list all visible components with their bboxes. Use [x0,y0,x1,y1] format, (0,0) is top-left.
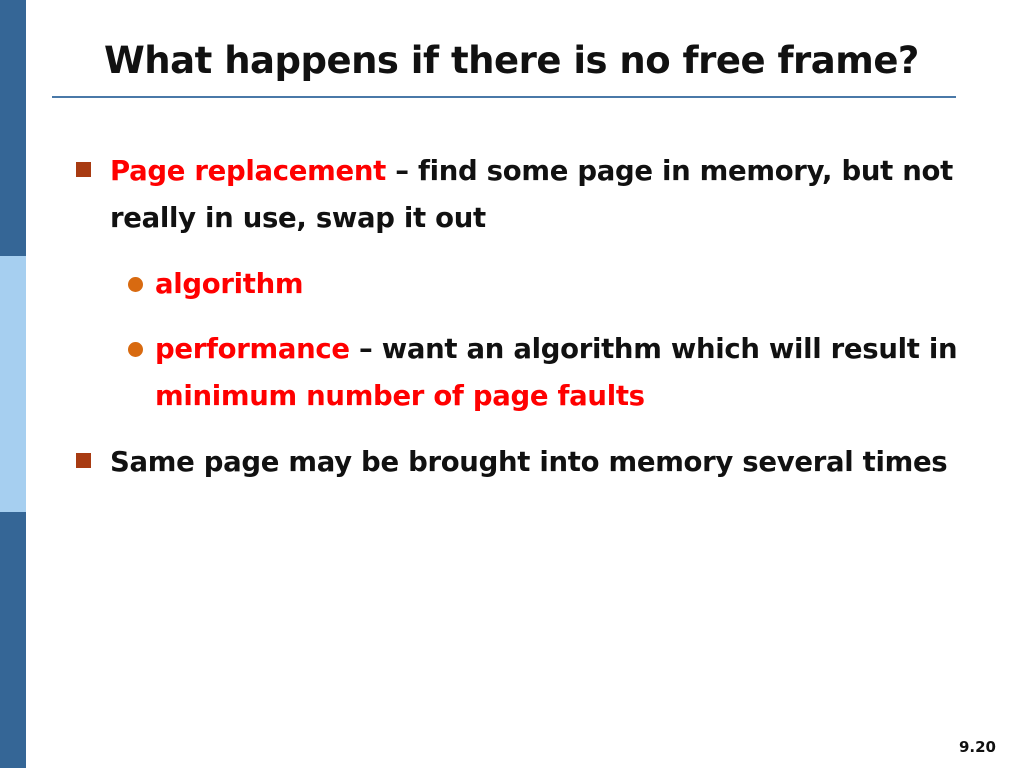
sub-bullet-highlight-secondary: minimum number of page faults [155,380,645,412]
sub-bullet-text: – want an algorithm which will result in [349,333,958,365]
bullet-page-replacement: Page replacement – find some page in mem… [110,148,1000,242]
title-underline [52,96,956,98]
square-bullet-icon [76,162,91,177]
left-bar-segment-middle [0,256,26,512]
sub-bullet-performance: performance – want an algorithm which wi… [155,326,1000,420]
left-accent-bar [0,0,26,768]
bullet-highlight: Page replacement [110,155,386,187]
dot-bullet-icon [128,342,143,357]
slide-title: What happens if there is no free frame? [104,39,919,82]
left-bar-segment-bottom [0,512,26,768]
page-number: 9.20 [958,738,996,756]
sub-bullet-algorithm: algorithm [155,261,1000,308]
bullet-same-page: Same page may be brought into memory sev… [110,439,1000,486]
square-bullet-icon [76,453,91,468]
left-bar-segment-top [0,0,26,256]
bullet-text: – find some page in memory, but not real… [110,155,953,234]
sub-bullet-highlight: algorithm [155,268,304,300]
dot-bullet-icon [128,277,143,292]
sub-bullet-highlight: performance [155,333,350,365]
bullet-text: Same page may be brought into memory sev… [110,446,948,478]
